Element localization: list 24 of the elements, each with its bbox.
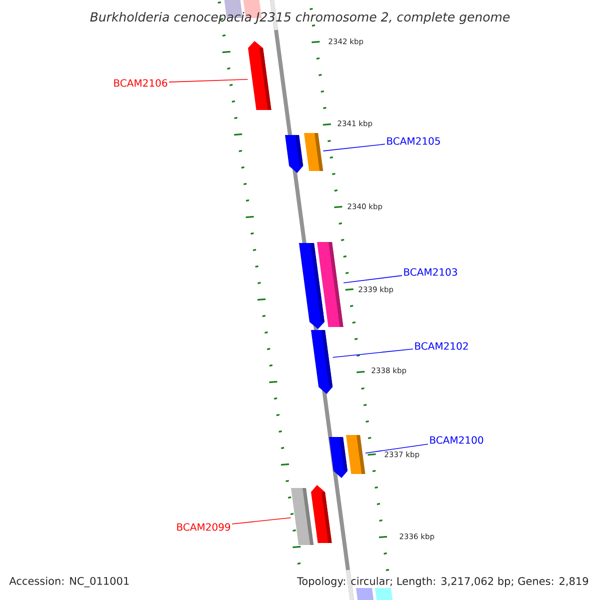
gene-feature: [311, 330, 333, 394]
leader-line: [322, 144, 386, 152]
gene-feature: [311, 485, 332, 543]
leader-line: [232, 517, 292, 524]
gene-label: BCAM2099: [177, 523, 230, 531]
leader-line: [168, 79, 248, 82]
leader-line: [343, 275, 402, 284]
gene-label: BCAM2102: [415, 342, 468, 350]
gene-block: [291, 488, 314, 545]
gene-feature: [329, 437, 348, 478]
gene-feature: [285, 135, 304, 173]
gene-block: [317, 242, 344, 327]
leader-line: [332, 348, 414, 358]
info-text: Topology: circular; Length: 3,217,062 bp; Genes: 2,819: [297, 576, 588, 588]
gene-block: [346, 435, 366, 474]
gene-block: [304, 133, 324, 171]
gene-label: BCAM2100: [430, 436, 484, 444]
info-text: Accession: NC_011001: [9, 576, 129, 588]
gene-feature: [248, 41, 272, 110]
leader-line: [365, 444, 428, 454]
gene-label: BCAM2106: [114, 79, 168, 87]
gene-label: BCAM2103: [404, 268, 457, 276]
title: Burkholderia cenocepacia J2315 chromosome 2, complete genome: [90, 12, 510, 24]
gene-label: BCAM2105: [387, 137, 440, 145]
